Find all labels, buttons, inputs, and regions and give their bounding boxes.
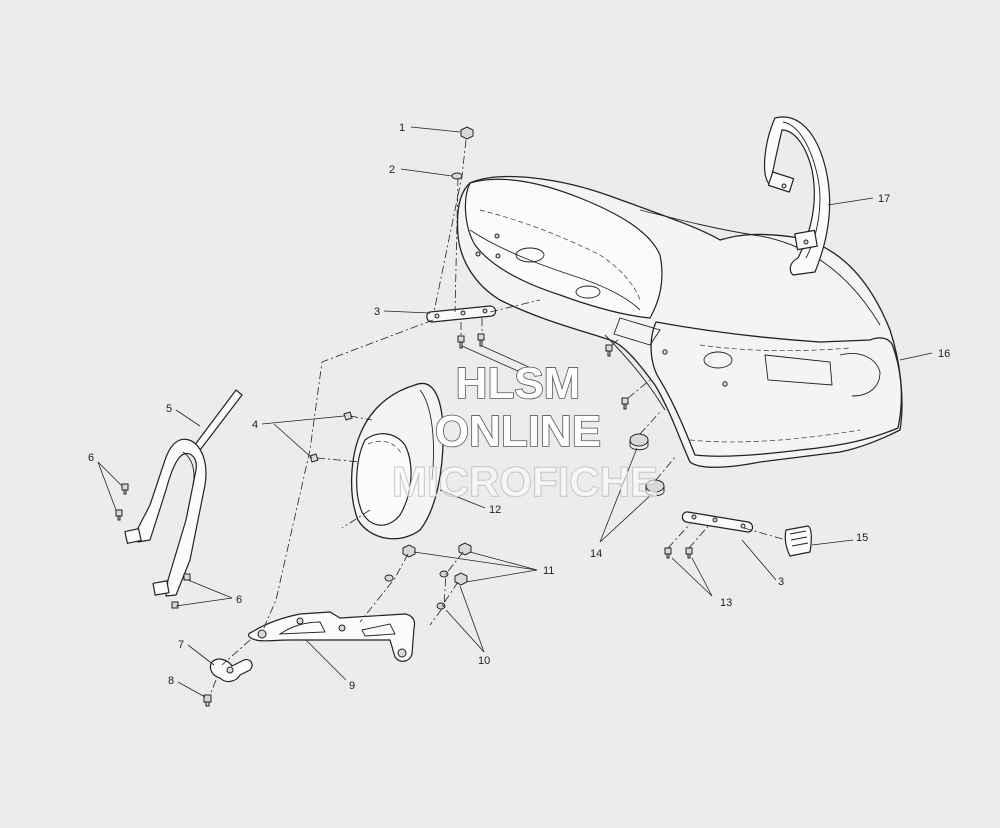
hardware[interactable] xyxy=(115,126,693,707)
grommets[interactable] xyxy=(629,433,665,497)
watermark: HLSM ONLINE MICROFICHE xyxy=(391,358,658,505)
seat-assembly[interactable] xyxy=(456,175,903,468)
watermark-line-1: HLSM xyxy=(456,359,581,408)
callout-2: 2 xyxy=(389,164,395,176)
leader-lines xyxy=(97,126,933,698)
callout-3-upper: 3 xyxy=(374,306,380,318)
callout-labels: 1 2 3 4 5 6 6 7 8 9 10 11 12 13 14 3 15 … xyxy=(88,122,950,692)
plate-upper[interactable] xyxy=(426,305,497,323)
callout-13: 13 xyxy=(720,597,732,609)
plate-lower[interactable] xyxy=(681,511,754,533)
callout-3-lower: 3 xyxy=(778,576,784,588)
callout-7: 7 xyxy=(178,639,184,651)
callout-15: 15 xyxy=(856,532,868,544)
grab-strap[interactable] xyxy=(764,116,831,276)
backrest-pad[interactable] xyxy=(350,382,444,540)
callout-14: 14 xyxy=(590,548,602,560)
callout-6-upper: 6 xyxy=(88,452,94,464)
callout-12: 12 xyxy=(489,504,501,516)
callout-9: 9 xyxy=(349,680,355,692)
adjuster-knob[interactable] xyxy=(209,658,253,683)
callout-16: 16 xyxy=(938,348,950,360)
callout-10: 10 xyxy=(478,655,490,667)
callout-4: 4 xyxy=(252,419,258,431)
callout-8: 8 xyxy=(168,675,174,687)
callout-11: 11 xyxy=(543,565,554,577)
assembly-lines xyxy=(209,139,787,696)
seat-latch-clip[interactable] xyxy=(784,525,812,557)
mounting-bracket[interactable] xyxy=(247,611,416,662)
backrest-upright[interactable] xyxy=(124,389,243,597)
callout-5: 5 xyxy=(166,403,172,415)
watermark-line-2: ONLINE xyxy=(435,407,601,456)
watermark-line-3: MICROFICHE xyxy=(392,458,658,505)
callout-1: 1 xyxy=(399,122,405,134)
callout-6-lower: 6 xyxy=(236,594,242,606)
callout-17: 17 xyxy=(878,193,890,205)
